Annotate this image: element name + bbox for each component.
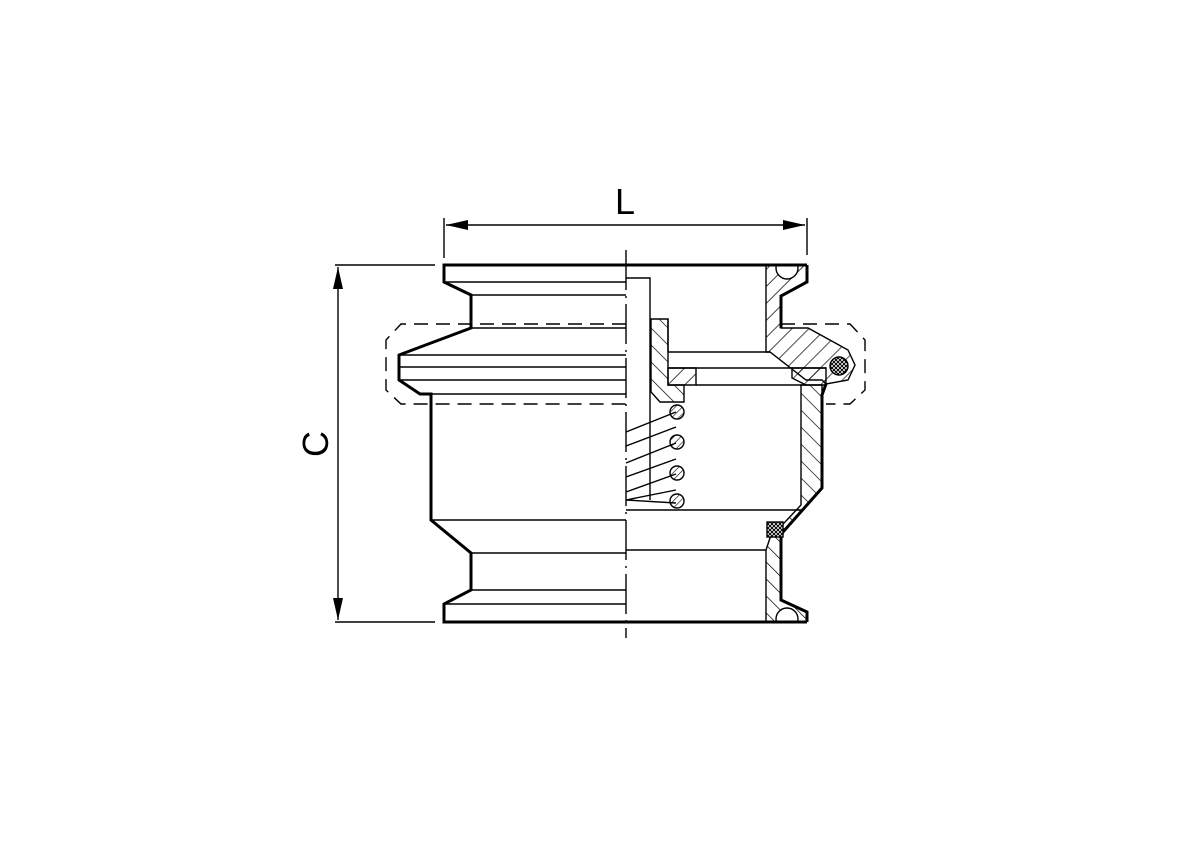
dimension-label-length: L (615, 181, 635, 222)
dimension-height: C (295, 264, 435, 623)
dimension-length: L (443, 181, 808, 258)
spring (625, 400, 685, 509)
dimension-label-height: C (295, 431, 336, 457)
valve-section-view (625, 255, 866, 632)
valve-exterior-view (385, 263, 626, 624)
